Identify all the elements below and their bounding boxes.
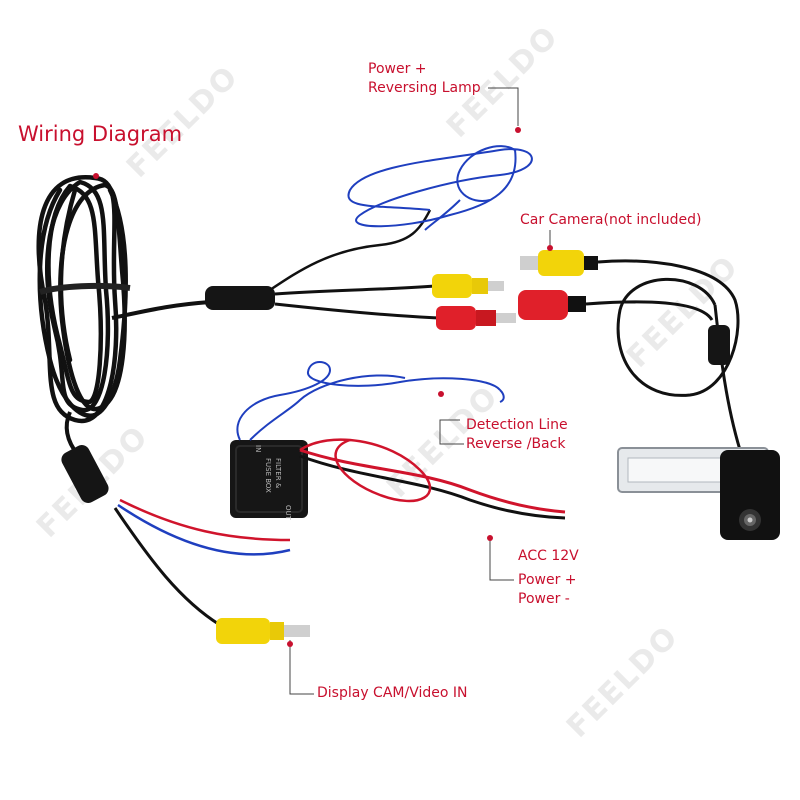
- main-cable-upper: [111, 300, 211, 320]
- rca-yellow-female-camera: [520, 250, 598, 276]
- label-power-plus-lamp: Power +: [368, 61, 427, 77]
- dc-red-female-camera: [518, 290, 586, 320]
- video-wire-to-yellow: [274, 284, 436, 296]
- label-reversing-lamp: Reversing Lamp: [368, 80, 481, 96]
- camera-cable: [585, 259, 742, 451]
- coiled-cable: [36, 175, 128, 424]
- filter-box-label-1: FILTER &: [274, 458, 282, 489]
- power-wire-to-red: [274, 302, 441, 320]
- rear-camera-unit: [617, 447, 780, 540]
- leader-dots: [93, 127, 553, 647]
- label-detection-line: Detection Line: [466, 417, 568, 433]
- rca-yellow-male-top: [432, 274, 504, 298]
- filter-box-in: IN: [254, 445, 262, 453]
- filter-fuse-box: [230, 440, 308, 518]
- blue-wire-coil-detection: [236, 361, 505, 441]
- label-display-cam: Display CAM/Video IN: [317, 685, 468, 701]
- blue-wire-coil-top: [347, 145, 533, 231]
- wire-to-display-rca: [113, 507, 221, 627]
- label-power-plus: Power +: [518, 572, 577, 588]
- blue-wire-to-filter: [117, 503, 291, 556]
- splitter-bottom: [61, 445, 109, 503]
- label-reverse-back: Reverse /Back: [466, 436, 566, 452]
- label-acc-12v: ACC 12V: [518, 548, 579, 564]
- splitter-top: [205, 286, 275, 310]
- dc-red-male-top: [436, 306, 516, 330]
- camera-cable-inline-connector: [708, 325, 730, 365]
- cable-tie: [39, 282, 131, 295]
- lamp-wire-up: [269, 209, 432, 292]
- acc-wires: [299, 448, 566, 514]
- red-wire-coil: [299, 438, 432, 503]
- filter-box-out: OUT: [284, 505, 292, 520]
- red-wire-to-filter: [119, 498, 291, 542]
- rca-yellow-display: [216, 618, 310, 644]
- diagram-title: Wiring Diagram: [18, 122, 183, 146]
- filter-box-label-2: FUSE BOX: [264, 458, 272, 493]
- acc-wires-black: [299, 454, 566, 520]
- label-car-camera: Car Camera(not included): [520, 212, 702, 228]
- label-power-minus: Power -: [518, 591, 570, 607]
